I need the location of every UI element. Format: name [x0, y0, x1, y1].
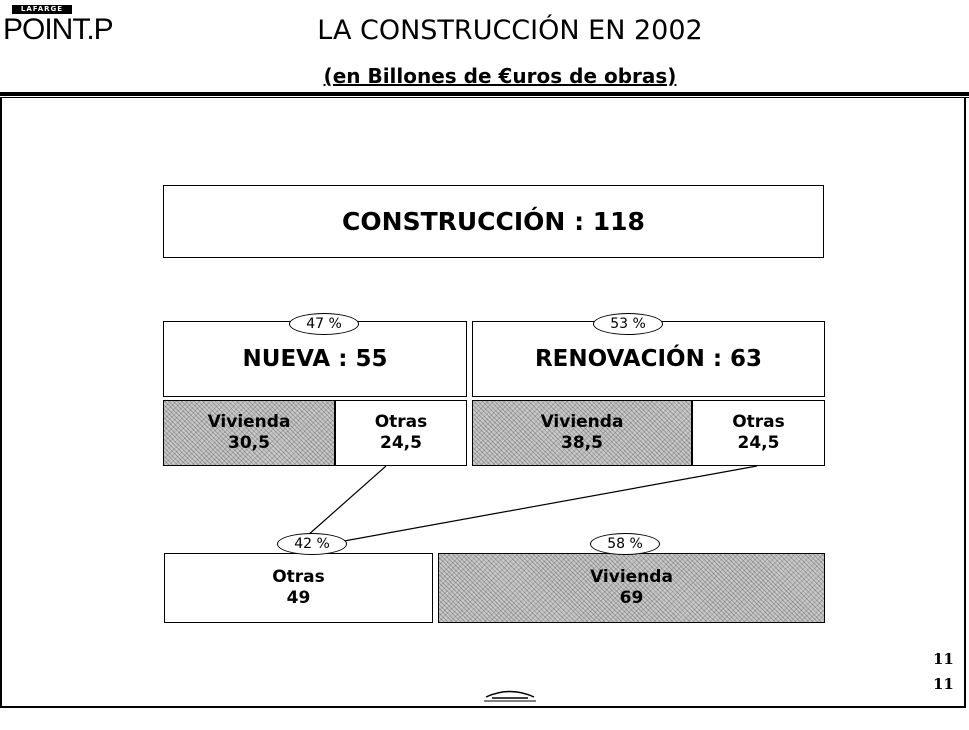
- brand-logo: POINT.P: [3, 13, 114, 46]
- renovacion-value: 63: [730, 346, 763, 372]
- otras-share-badge: 42 %: [277, 533, 347, 555]
- renovacion-otras-value: 24,5: [737, 433, 780, 453]
- nueva-otras-label: Otras: [374, 412, 428, 432]
- connector-renovacion-otras: [332, 465, 758, 544]
- footer-logo-icon: [484, 690, 536, 702]
- otras-total-box: Otras 49: [164, 553, 433, 623]
- renovacion-vivienda-label: Vivienda: [540, 412, 624, 432]
- page-number-bottom: 11: [933, 675, 954, 693]
- nueva-vivienda-value: 30,5: [228, 433, 270, 453]
- nueva-otras-value: 24,5: [380, 433, 422, 453]
- page-title: LA CONSTRUCCIÓN EN 2002: [317, 15, 703, 46]
- connector-nueva-otras: [306, 465, 387, 537]
- frame-right-border: [964, 98, 966, 708]
- total-construction-box: CONSTRUCCIÓN : 118: [163, 185, 824, 258]
- total-label: CONSTRUCCIÓN: [342, 207, 566, 236]
- vivienda-total-value: 69: [619, 588, 644, 608]
- nueva-share-badge: 47 %: [289, 313, 359, 335]
- nueva-otras-box: Otras 24,5: [335, 400, 467, 466]
- renovacion-vivienda-box: Vivienda 38,5: [472, 400, 692, 466]
- vivienda-total-box: Vivienda 69: [438, 553, 825, 623]
- frame-left-border: [0, 98, 2, 708]
- otras-total-label: Otras: [272, 567, 325, 587]
- header-divider: [0, 92, 969, 96]
- nueva-vivienda-label: Vivienda: [207, 412, 291, 432]
- frame-bottom-border: [0, 706, 966, 708]
- nueva-value: 55: [355, 346, 388, 372]
- nueva-vivienda-box: Vivienda 30,5: [163, 400, 335, 466]
- logo-top-label: LAFARGE: [12, 5, 72, 14]
- vivienda-total-label: Vivienda: [590, 567, 673, 587]
- vivienda-share-badge: 58 %: [590, 533, 660, 555]
- renovacion-label: RENOVACIÓN: [534, 346, 705, 372]
- renovacion-vivienda-value: 38,5: [561, 433, 603, 453]
- page-subtitle: (en Billones de €uros de obras): [323, 64, 677, 88]
- nueva-label: NUEVA: [242, 346, 331, 372]
- page-number-top: 11: [933, 650, 954, 668]
- renovacion-otras-box: Otras 24,5: [692, 400, 825, 466]
- total-value: 118: [592, 207, 645, 236]
- header-divider-thin: [0, 97, 969, 98]
- renovacion-otras-label: Otras: [732, 412, 785, 432]
- otras-total-value: 49: [286, 588, 311, 608]
- renovacion-box: RENOVACIÓN : 63: [472, 321, 825, 397]
- renovacion-share-badge: 53 %: [593, 313, 663, 335]
